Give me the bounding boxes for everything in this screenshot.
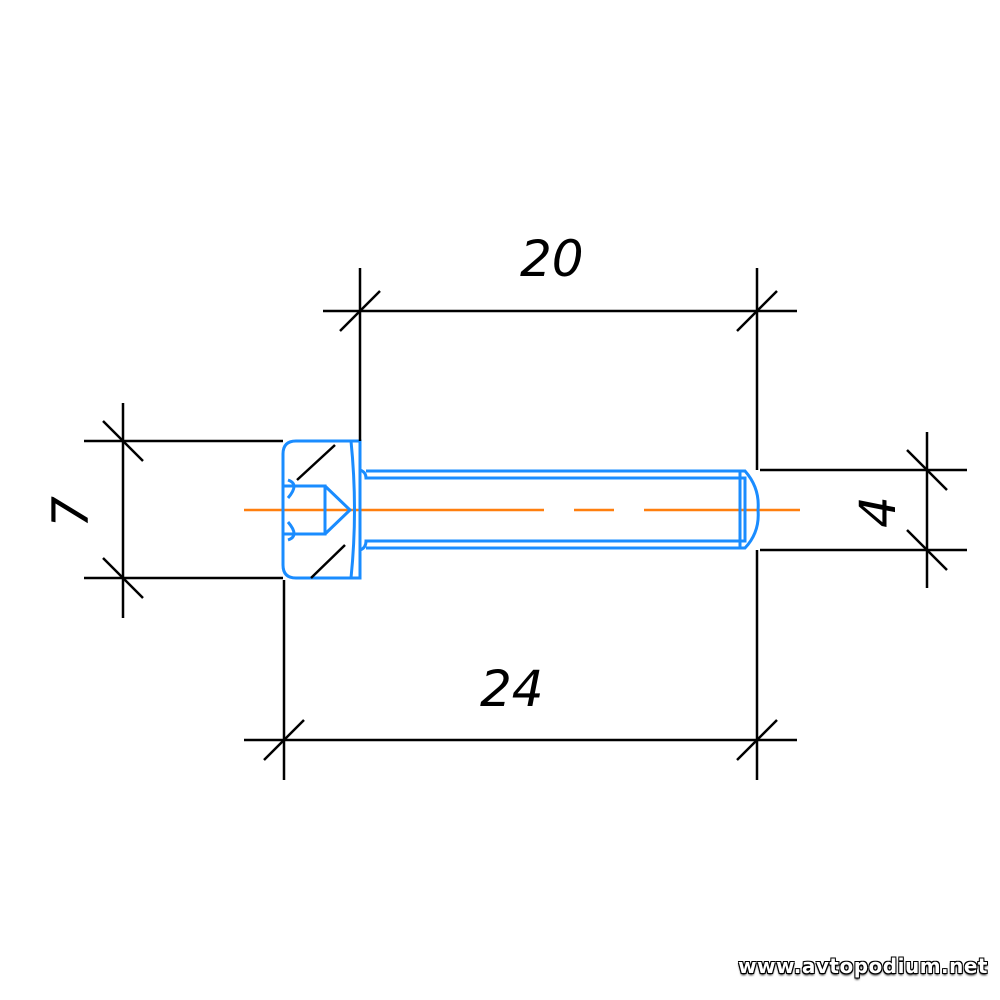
watermark: www.avtopodium.net <box>738 954 988 978</box>
dimension-top: 20 <box>323 230 797 332</box>
dimension-bottom: 24 <box>244 660 797 761</box>
dimension-bottom-label: 24 <box>480 660 544 718</box>
bolt-part <box>281 439 760 580</box>
head-hatching <box>296 444 346 579</box>
bolt-head <box>281 439 362 580</box>
dimension-right-label: 4 <box>849 496 907 528</box>
dimension-left: 7 <box>42 403 144 618</box>
head-face-curve <box>349 440 356 579</box>
dimension-top-label: 20 <box>520 230 584 288</box>
dimension-right: 4 <box>849 432 948 588</box>
socket-inner <box>286 478 296 542</box>
socket-cone <box>323 484 353 536</box>
hex-socket <box>283 484 327 536</box>
dimension-left-label: 7 <box>42 496 100 528</box>
bolt-tip <box>738 469 760 550</box>
extension-lines <box>84 268 967 780</box>
